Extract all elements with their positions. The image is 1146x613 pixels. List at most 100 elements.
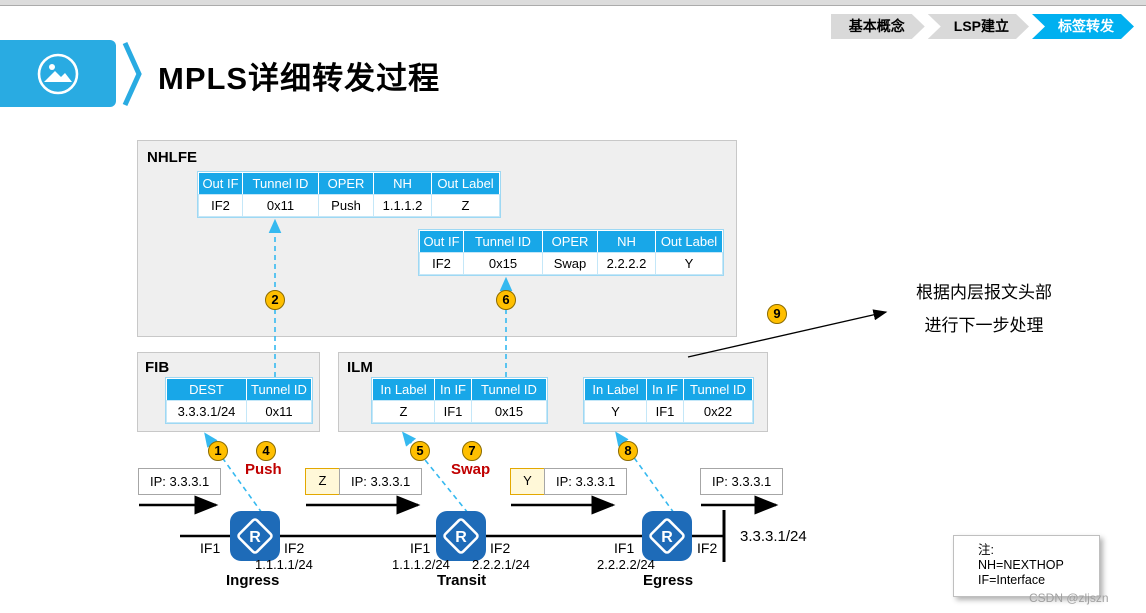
table-header-row: Out IF Tunnel ID OPER NH Out Label bbox=[198, 172, 500, 195]
col-header: Tunnel ID bbox=[242, 172, 319, 195]
csdn-watermark: CSDN @zljszn bbox=[1029, 591, 1109, 605]
tab-basic-concepts[interactable]: 基本概念 bbox=[831, 14, 925, 39]
picture-icon bbox=[37, 53, 79, 94]
step-circle-6: 6 bbox=[496, 290, 516, 310]
cell: 0x15 bbox=[463, 252, 543, 275]
cell: IF1 bbox=[434, 400, 472, 423]
table-header-row: Out IF Tunnel ID OPER NH Out Label bbox=[419, 230, 723, 253]
step-circle-8: 8 bbox=[618, 441, 638, 461]
tab-label-forwarding[interactable]: 标签转发 bbox=[1032, 14, 1134, 39]
col-header: Tunnel ID bbox=[683, 378, 753, 401]
col-header: Out IF bbox=[198, 172, 243, 195]
packet-plain-1: IP: 3.3.3.1 bbox=[138, 468, 222, 495]
table-row: Y IF1 0x22 bbox=[584, 400, 753, 423]
transit-if1-label: IF1 bbox=[410, 540, 431, 556]
fib-table: DEST Tunnel ID 3.3.3.1/24 0x11 bbox=[165, 377, 313, 424]
tab-lsp-setup[interactable]: LSP建立 bbox=[928, 14, 1029, 39]
col-header: NH bbox=[373, 172, 432, 195]
packet-ip: IP: 3.3.3.1 bbox=[339, 468, 423, 495]
packet-labeled-z: Z IP: 3.3.3.1 bbox=[305, 468, 423, 495]
packet-ip: IP: 3.3.3.1 bbox=[544, 468, 628, 495]
cell: Y bbox=[655, 252, 723, 275]
nhlfe-label: NHLFE bbox=[147, 149, 197, 166]
top-strip bbox=[0, 0, 1146, 6]
col-header: Tunnel ID bbox=[246, 378, 312, 401]
ilm-label: ILM bbox=[347, 359, 373, 376]
transit-name: Transit bbox=[437, 572, 487, 589]
mpls-label-z: Z bbox=[305, 468, 340, 495]
table-header-row: DEST Tunnel ID bbox=[166, 378, 312, 401]
router-icon-transit: R bbox=[435, 510, 487, 562]
cell: Y bbox=[584, 400, 647, 423]
col-header: OPER bbox=[318, 172, 374, 195]
title-badge bbox=[0, 40, 116, 107]
egress-if1-label: IF1 bbox=[614, 540, 635, 556]
note-title: 注: bbox=[978, 543, 994, 557]
cell: Z bbox=[372, 400, 435, 423]
swap-action-label: Swap bbox=[451, 461, 491, 478]
table-header-row: In Label In IF Tunnel ID bbox=[584, 378, 753, 401]
table-row: IF2 0x15 Swap 2.2.2.2 Y bbox=[419, 252, 723, 275]
col-header: Out IF bbox=[419, 230, 464, 253]
col-header: Out Label bbox=[655, 230, 723, 253]
step-circle-7: 7 bbox=[462, 441, 482, 461]
egress-if2-label: IF2 bbox=[697, 540, 718, 556]
packet-ip: IP: 3.3.3.1 bbox=[138, 468, 222, 495]
table-row: 3.3.3.1/24 0x11 bbox=[166, 400, 312, 423]
title-chevron-icon bbox=[122, 41, 142, 107]
mpls-label-y: Y bbox=[510, 468, 545, 495]
ingress-if2-ip: 1.1.1.1/24 bbox=[255, 557, 313, 572]
svg-text:R: R bbox=[455, 529, 467, 546]
transit-if1-ip: 1.1.1.2/24 bbox=[392, 557, 450, 572]
cell: 2.2.2.2 bbox=[597, 252, 656, 275]
inner-header-annotation: 根据内层报文头部 进行下一步处理 bbox=[878, 276, 1090, 342]
ingress-name: Ingress bbox=[226, 572, 280, 589]
fib-label: FIB bbox=[145, 359, 170, 376]
cell: IF2 bbox=[198, 194, 243, 217]
breadcrumb: 基本概念 LSP建立 标签转发 bbox=[828, 14, 1134, 39]
col-header: In Label bbox=[372, 378, 435, 401]
cell: IF2 bbox=[419, 252, 464, 275]
svg-text:R: R bbox=[249, 529, 261, 546]
col-header: OPER bbox=[542, 230, 598, 253]
nhlfe-table-2: Out IF Tunnel ID OPER NH Out Label IF2 0… bbox=[418, 229, 724, 276]
packet-labeled-y: Y IP: 3.3.3.1 bbox=[510, 468, 628, 495]
svg-text:R: R bbox=[661, 529, 673, 546]
router-icon-ingress: R bbox=[229, 510, 281, 562]
col-header: Out Label bbox=[431, 172, 500, 195]
annotation-line-2: 进行下一步处理 bbox=[924, 316, 1044, 335]
router-icon-egress: R bbox=[641, 510, 693, 562]
ingress-if2-label: IF2 bbox=[284, 540, 305, 556]
cell: 1.1.1.2 bbox=[373, 194, 432, 217]
step-circle-5: 5 bbox=[410, 441, 430, 461]
nhlfe-table-1: Out IF Tunnel ID OPER NH Out Label IF2 0… bbox=[197, 171, 501, 218]
ilm-table-1: In Label In IF Tunnel ID Z IF1 0x15 bbox=[371, 377, 548, 424]
cell: 0x15 bbox=[471, 400, 547, 423]
destination-network-label: 3.3.3.1/24 bbox=[740, 528, 807, 545]
step-circle-4: 4 bbox=[256, 441, 276, 461]
table-row: IF2 0x11 Push 1.1.1.2 Z bbox=[198, 194, 500, 217]
table-header-row: In Label In IF Tunnel ID bbox=[372, 378, 547, 401]
col-header: Tunnel ID bbox=[463, 230, 543, 253]
packet-ip: IP: 3.3.3.1 bbox=[700, 468, 784, 495]
page-title: MPLS详细转发过程 bbox=[158, 61, 441, 96]
step-circle-9: 9 bbox=[767, 304, 787, 324]
cell: IF1 bbox=[646, 400, 684, 423]
cell: 0x11 bbox=[246, 400, 312, 423]
egress-name: Egress bbox=[643, 572, 694, 589]
note-line-if: IF=Interface bbox=[978, 573, 1046, 587]
legend-note-box: 注: NH=NEXTHOP IF=Interface bbox=[953, 535, 1100, 597]
col-header: DEST bbox=[166, 378, 247, 401]
push-action-label: Push bbox=[245, 461, 282, 478]
cell: 0x11 bbox=[242, 194, 319, 217]
col-header: NH bbox=[597, 230, 656, 253]
note-line-nh: NH=NEXTHOP bbox=[978, 558, 1064, 572]
cell: Swap bbox=[542, 252, 598, 275]
col-header: In IF bbox=[646, 378, 684, 401]
transit-if2-label: IF2 bbox=[490, 540, 511, 556]
ilm-table-2: In Label In IF Tunnel ID Y IF1 0x22 bbox=[583, 377, 754, 424]
step-circle-1: 1 bbox=[208, 441, 228, 461]
step-circle-2: 2 bbox=[265, 290, 285, 310]
packet-plain-2: IP: 3.3.3.1 bbox=[700, 468, 784, 495]
